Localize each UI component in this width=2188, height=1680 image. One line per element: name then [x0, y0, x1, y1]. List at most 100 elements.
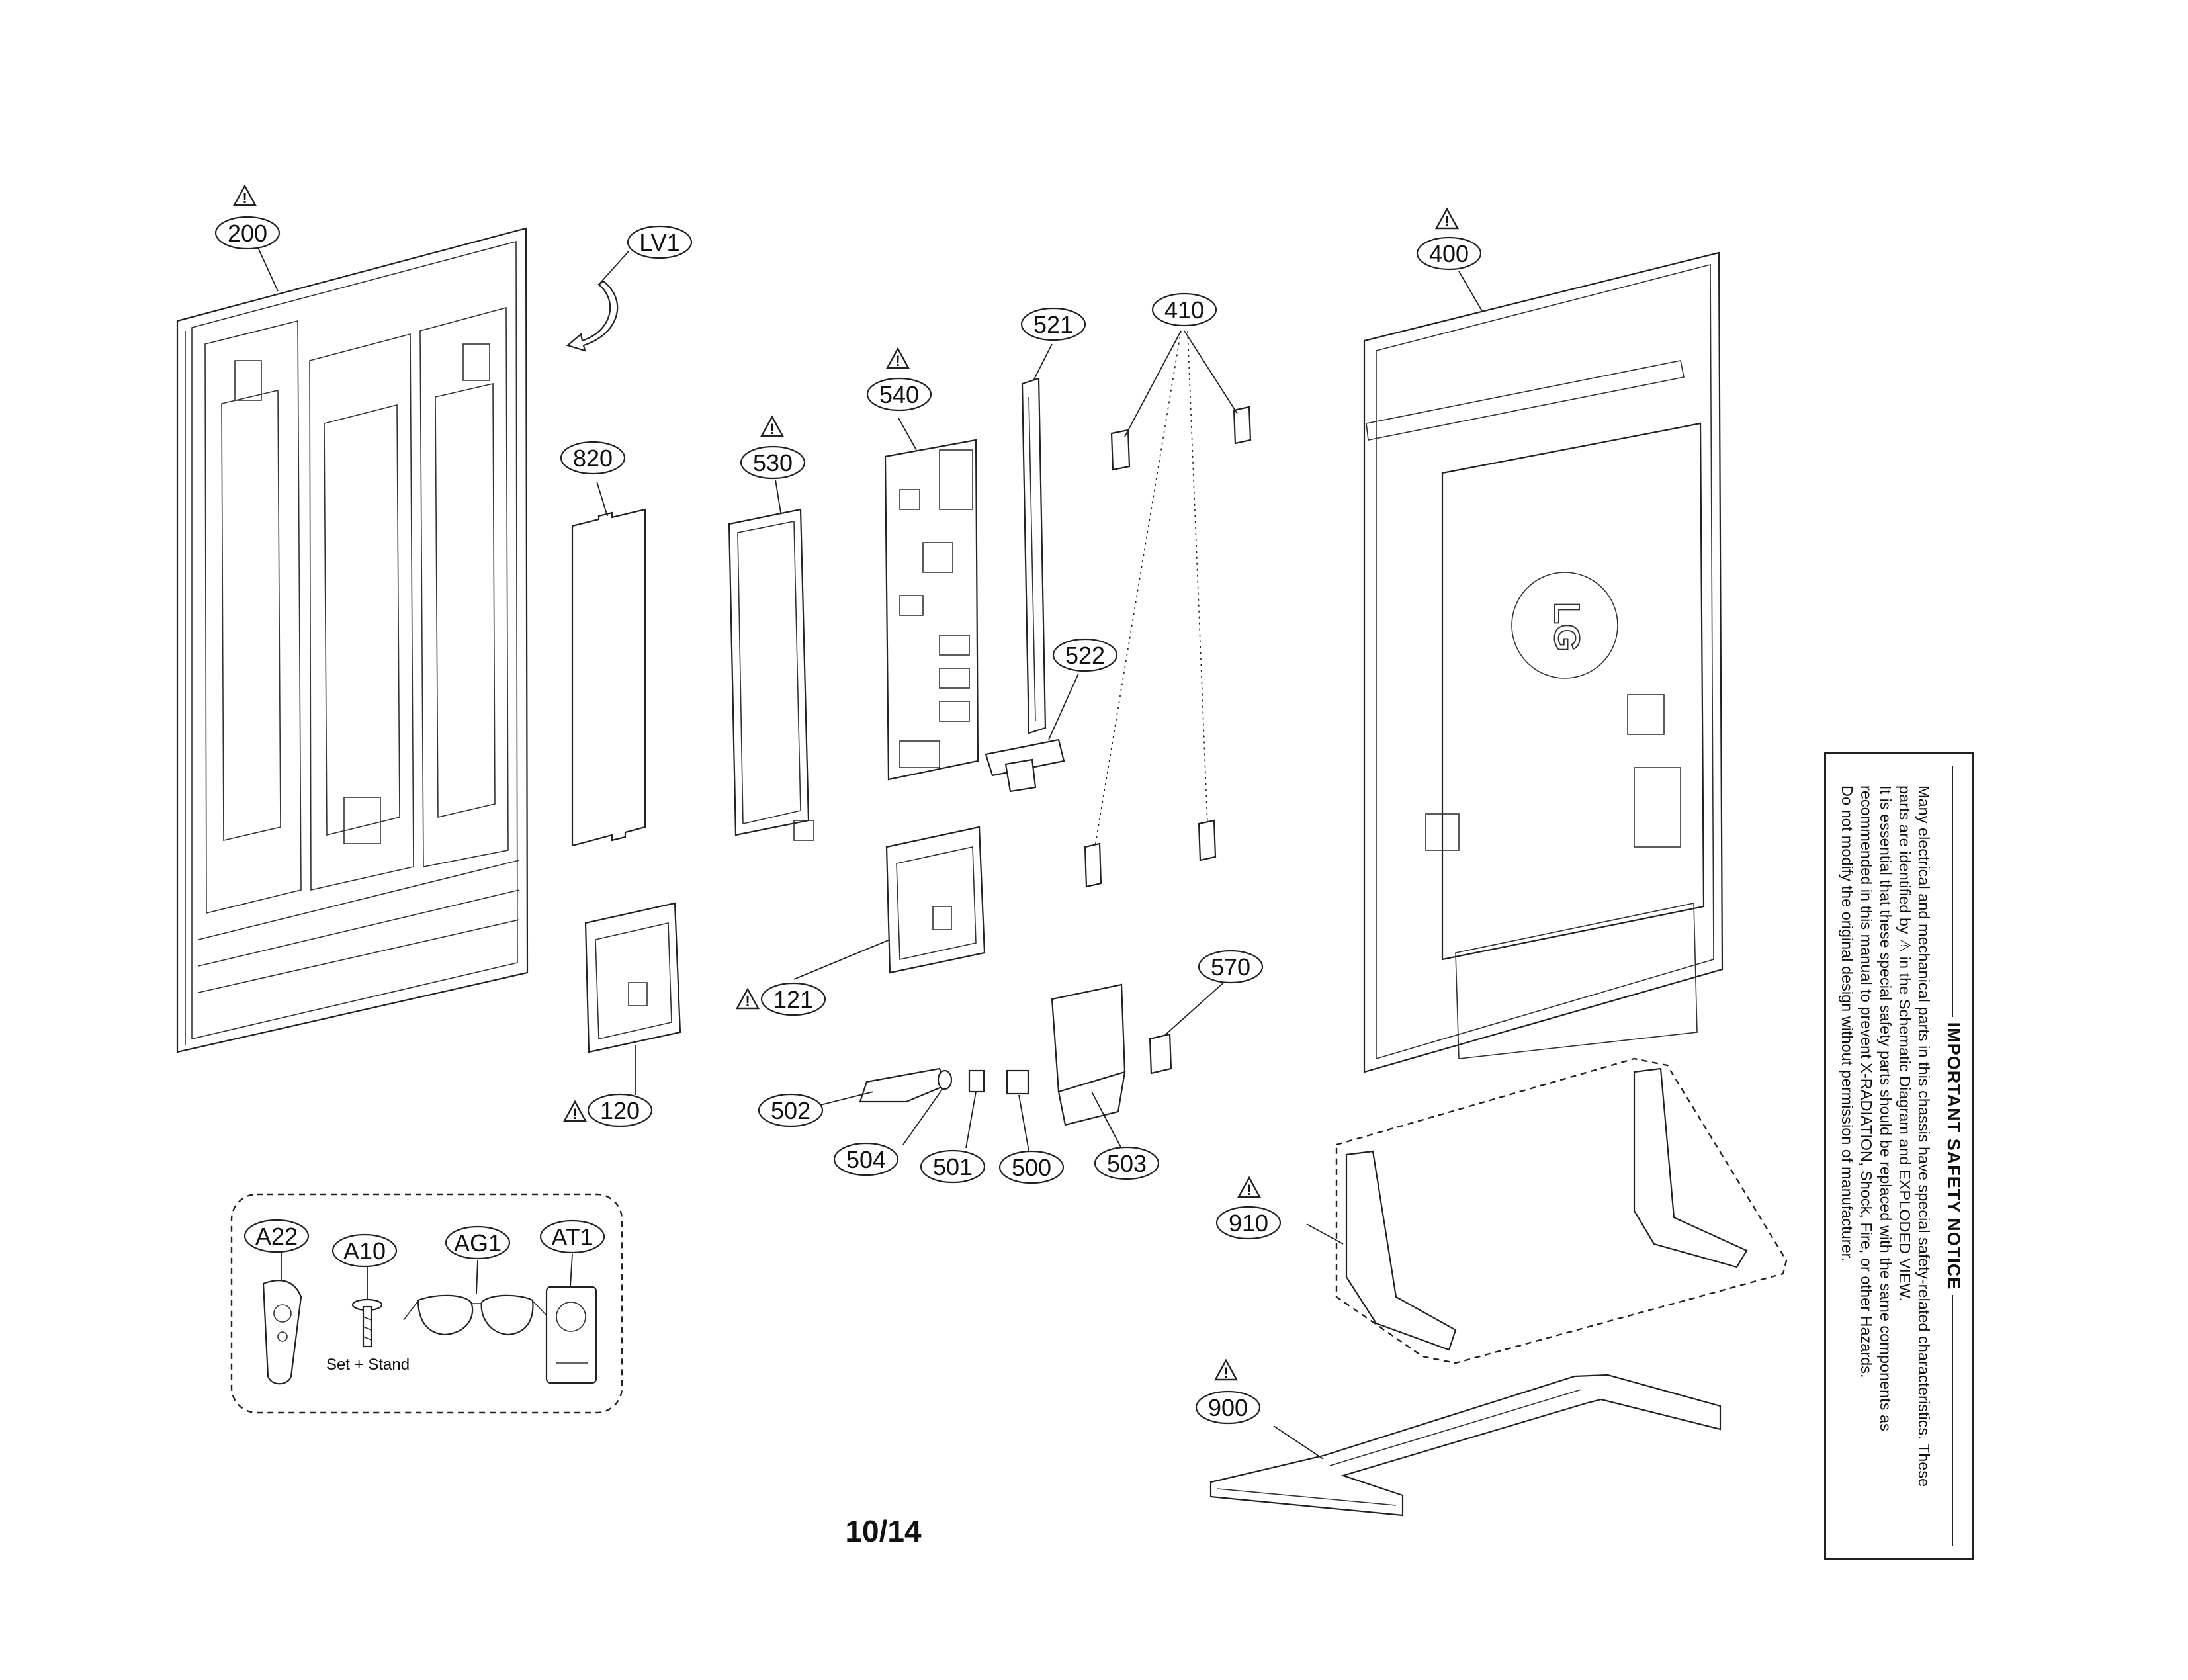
part-900-stand-base: [1209, 1374, 1722, 1517]
callout-120: 120: [587, 1093, 653, 1127]
callout-121: 121: [760, 982, 826, 1016]
accessory-ag1-glasses: [403, 1294, 548, 1336]
warning-icon: !: [735, 987, 760, 1010]
callout-503: 503: [1094, 1146, 1160, 1180]
svg-text:500: 500: [1012, 1154, 1051, 1181]
warning-icon: !: [232, 184, 257, 206]
svg-text:A22: A22: [255, 1223, 298, 1250]
svg-text:121: 121: [773, 986, 813, 1013]
lg-logo: LG: [1547, 602, 1587, 652]
callout-530: 530: [740, 445, 806, 480]
part-500: [1006, 1069, 1029, 1095]
svg-text:!: !: [895, 353, 900, 369]
part-910-stand-legs: [1345, 1067, 1748, 1351]
part-530-cover: [728, 508, 814, 841]
part-504: [937, 1069, 953, 1090]
callout-501: 501: [920, 1149, 986, 1184]
part-540-main-board: [884, 439, 979, 781]
callout-504: 504: [833, 1142, 899, 1176]
warning-icon: !: [760, 415, 785, 437]
callout-a10: A10: [331, 1233, 398, 1268]
part-121-unit: [885, 826, 986, 974]
callout-lv1: LV1: [627, 225, 693, 259]
part-410-brackets: [1084, 406, 1252, 888]
callout-570: 570: [1198, 950, 1264, 984]
part-502-bracket: [859, 1067, 947, 1103]
svg-text:!: !: [572, 1106, 577, 1122]
part-400-back-cover: LG: [1363, 251, 1724, 1073]
warning-icon: !: [1237, 1176, 1262, 1198]
callout-910: 910: [1215, 1206, 1282, 1240]
svg-text:410: 410: [1164, 296, 1204, 324]
safety-notice-title: IMPORTANT SAFETY NOTICE: [1943, 766, 1964, 1546]
safety-notice-line: It is essential that these special safet…: [1877, 785, 1894, 1431]
part-521-board: [1021, 377, 1047, 734]
svg-text:AT1: AT1: [551, 1223, 593, 1251]
callout-a22: A22: [243, 1219, 310, 1253]
accessory-a10-screw: [351, 1298, 383, 1348]
svg-text:503: 503: [1107, 1150, 1147, 1177]
callout-500: 500: [998, 1150, 1065, 1184]
safety-notice-content: IMPORTANT SAFETY NOTICE Many electrical …: [1833, 766, 1965, 1546]
safety-notice-line: recommended in this manual to prevent X-…: [1858, 785, 1875, 1378]
svg-text:501: 501: [933, 1153, 973, 1180]
svg-text:AG1: AG1: [454, 1229, 502, 1257]
svg-text:820: 820: [573, 445, 613, 472]
svg-text:900: 900: [1208, 1394, 1248, 1421]
svg-text:!: !: [769, 421, 774, 437]
part-820-sheet: [571, 508, 646, 847]
svg-text:!: !: [242, 190, 247, 206]
lv1-rotation-arrow: [566, 280, 619, 352]
part-522-bracket: [985, 738, 1065, 793]
svg-text:!: !: [745, 993, 750, 1010]
accessory-a22-remote: [262, 1280, 302, 1385]
callout-410: 410: [1151, 292, 1217, 327]
svg-text:!: !: [1223, 1364, 1228, 1381]
part-501: [968, 1069, 985, 1093]
svg-text:521: 521: [1033, 311, 1073, 338]
callout-400: 400: [1416, 236, 1482, 271]
leader-lines: [256, 244, 1483, 1460]
safety-notice-line: Many electrical and mechanical parts in …: [1915, 785, 1933, 1487]
callout-200: 200: [214, 216, 281, 250]
svg-text:A10: A10: [343, 1237, 386, 1264]
part-503-bracket: [1051, 983, 1126, 1126]
callout-820: 820: [560, 441, 626, 475]
callout-at1: AT1: [539, 1219, 605, 1254]
warning-icon: !: [1213, 1358, 1239, 1381]
safety-notice-box: IMPORTANT SAFETY NOTICE Many electrical …: [1824, 752, 1974, 1560]
accessory-at1-booklet: [545, 1286, 597, 1384]
callout-522: 522: [1052, 638, 1118, 672]
stand-legs-dashed-outline: [1335, 1057, 1788, 1364]
warning-icon: !: [885, 347, 910, 369]
svg-text:502: 502: [771, 1097, 810, 1124]
page-number: 10/14: [845, 1514, 922, 1548]
svg-text:!: !: [1444, 213, 1449, 230]
warning-icon: !: [1434, 207, 1460, 230]
svg-text:570: 570: [1211, 953, 1250, 981]
callout-540: 540: [866, 377, 932, 412]
safety-notice-line: Do not modify the original design withou…: [1839, 785, 1856, 1262]
accessory-dashed-box: [230, 1193, 623, 1414]
set-stand-label: Set + Stand: [326, 1356, 410, 1374]
svg-text:910: 910: [1229, 1210, 1268, 1237]
part-570: [1149, 1033, 1172, 1075]
warning-icon: !: [562, 1100, 588, 1122]
callout-ag1: AG1: [445, 1225, 511, 1260]
svg-text:!: !: [1247, 1182, 1251, 1198]
safety-notice-body: Many electrical and mechanical parts in …: [1837, 785, 1933, 1526]
callout-521: 521: [1020, 307, 1086, 341]
svg-text:530: 530: [753, 449, 793, 476]
svg-text:400: 400: [1429, 240, 1469, 267]
part-120-unit: [584, 902, 681, 1053]
svg-text:522: 522: [1065, 642, 1105, 669]
safety-notice-line: parts are identified by ⚠ in the Schemat…: [1896, 785, 1913, 1302]
svg-text:540: 540: [879, 381, 919, 408]
callout-900: 900: [1195, 1390, 1261, 1425]
callout-502: 502: [758, 1093, 824, 1127]
svg-text:200: 200: [228, 220, 267, 247]
part-200-panel: [176, 227, 529, 1053]
svg-text:LV1: LV1: [639, 229, 679, 256]
svg-text:504: 504: [846, 1146, 886, 1173]
